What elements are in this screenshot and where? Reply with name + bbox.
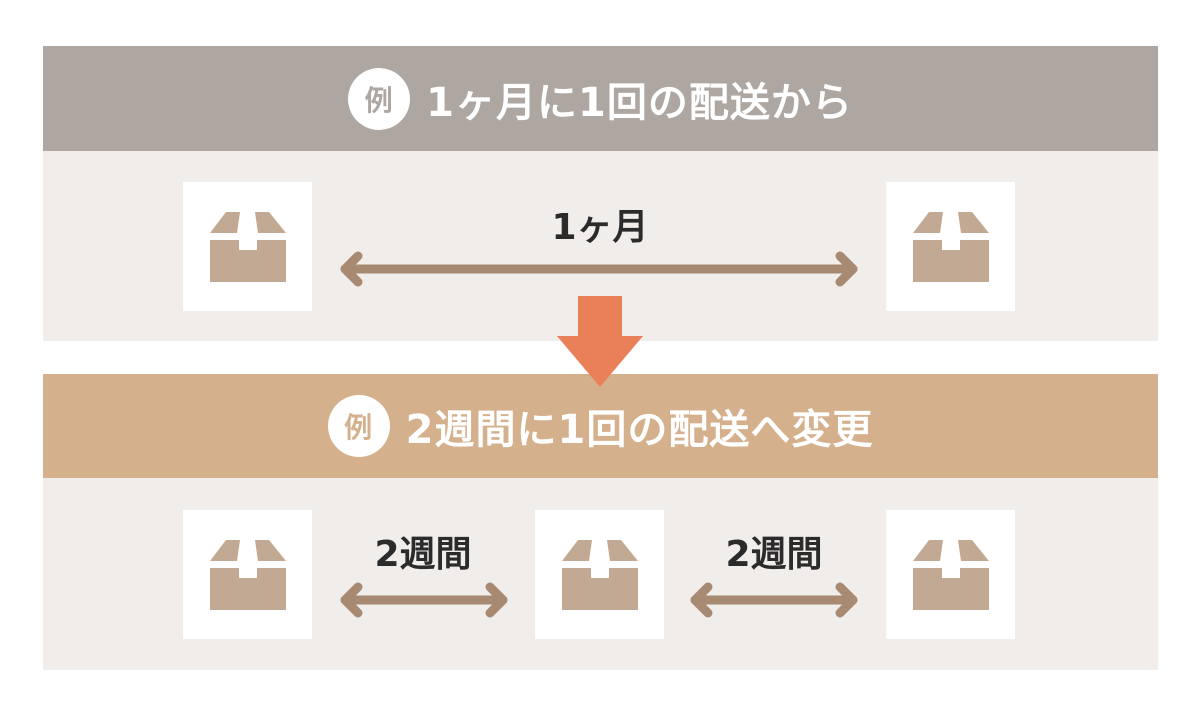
package-icon (210, 540, 286, 610)
double-arrow-icon (340, 582, 508, 618)
example-badge: 例 (348, 67, 411, 130)
after-title: 2週間に1回の配送へ変更 (405, 407, 874, 453)
before-title: 1ヶ月に1回の配送から (426, 79, 853, 126)
double-arrow-icon (340, 251, 858, 287)
down-arrow-icon (557, 296, 643, 387)
box-tile (886, 510, 1015, 639)
package-icon (562, 540, 638, 610)
box-tile (886, 182, 1015, 311)
after-header: 例 2週間に1回の配送へ変更 (43, 374, 1158, 478)
interval-label: 1ヶ月 (551, 207, 649, 248)
box-tile (183, 510, 312, 639)
interval-label: 2週間 (725, 534, 823, 575)
example-badge: 例 (327, 395, 390, 457)
package-icon (913, 540, 989, 610)
before-header: 例 1ヶ月に1回の配送から (43, 46, 1158, 151)
package-icon (210, 212, 286, 282)
box-tile (183, 182, 312, 311)
box-tile (535, 510, 664, 639)
package-icon (913, 212, 989, 282)
interval-label: 2週間 (374, 534, 472, 575)
double-arrow-icon (690, 582, 858, 618)
